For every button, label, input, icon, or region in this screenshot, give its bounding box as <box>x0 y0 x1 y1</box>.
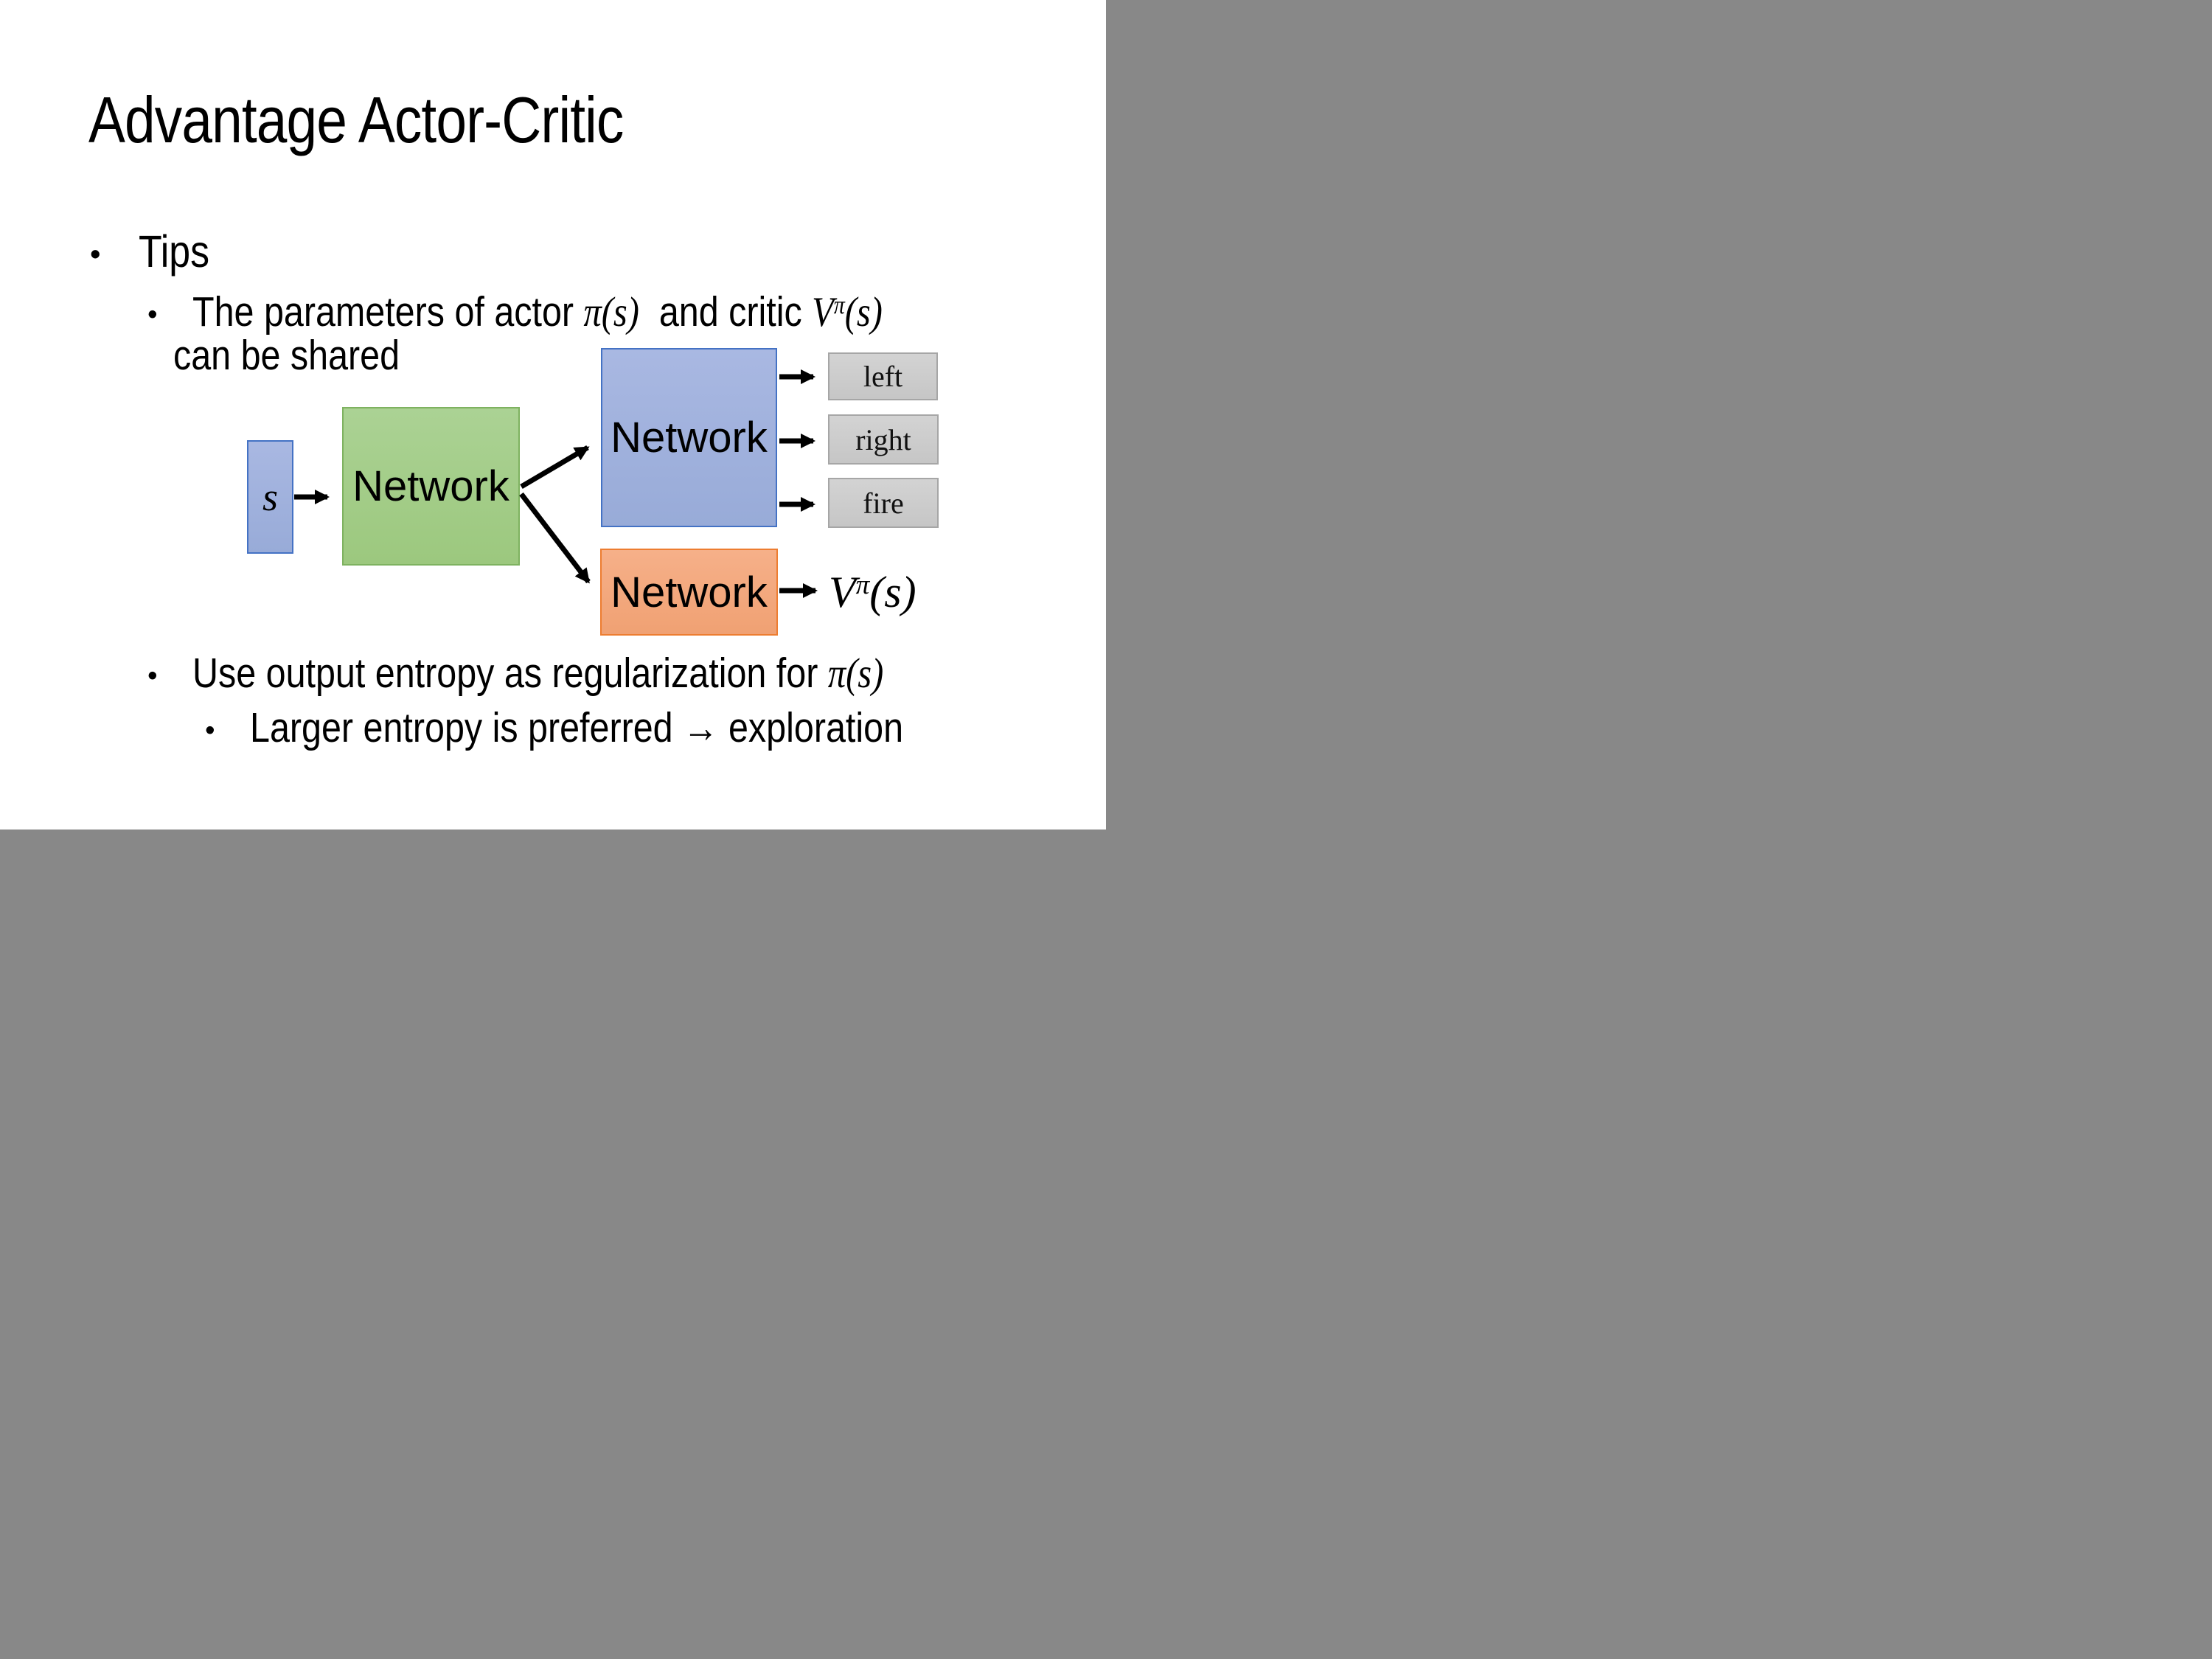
math-V: V <box>812 289 835 335</box>
critic-network-box: Network <box>600 549 778 636</box>
math-pi-s: π(s) <box>583 289 640 335</box>
text-segment: Use output entropy as regularization for <box>192 650 829 697</box>
shared-network-label: Network <box>352 462 509 510</box>
math-paren-s: (s) <box>845 289 883 335</box>
action-box-right: right <box>828 414 939 465</box>
slide-canvas: Advantage Actor-Critic • Tips • The para… <box>0 0 1106 830</box>
bullet-dot: • <box>90 236 101 271</box>
actor-network-label: Network <box>611 414 768 462</box>
math-sup-pi: π <box>834 291 846 320</box>
math-sup-pi: π <box>855 570 870 601</box>
bullet-parameters-line1: • The parameters of actor π(s) and criti… <box>147 288 1004 336</box>
bullet-dot: • <box>205 714 215 746</box>
text-segment: The parameters of actor <box>192 288 584 335</box>
state-label: s <box>262 475 278 519</box>
state-box: s <box>247 440 293 554</box>
action-label-left: left <box>863 360 903 393</box>
bullet-entropy: • Use output entropy as regularization f… <box>147 649 1006 698</box>
bullet-parameters-line2: can be shared <box>173 331 439 380</box>
bullet-dot: • <box>147 659 158 692</box>
value-output-label: Vπ(s) <box>829 566 917 618</box>
action-box-fire: fire <box>828 478 939 528</box>
bullet-exploration-text: Larger entropy is preferred → exploratio… <box>250 704 904 751</box>
page-title-text: Advantage Actor-Critic <box>88 83 624 156</box>
text-segment: and critic <box>639 288 813 335</box>
critic-network-label: Network <box>611 568 768 616</box>
action-label-fire: fire <box>863 486 904 520</box>
page-title: Advantage Actor-Critic <box>88 83 718 158</box>
bullet-tips-label: Tips <box>139 226 210 276</box>
arrow-shared-to-actor <box>520 445 590 490</box>
math-V: V <box>829 568 856 616</box>
bullet-entropy-text: Use output entropy as regularization for… <box>192 649 883 698</box>
bullet-tips: • Tips <box>90 226 222 277</box>
bullet-exploration: • Larger entropy is preferred → explorat… <box>205 703 1019 752</box>
actor-network-box: Network <box>601 348 777 527</box>
bullet-parameters-text: The parameters of actor π(s) and critic … <box>192 288 883 336</box>
bullet-dot: • <box>147 298 158 330</box>
math-paren-s: (s) <box>869 568 917 616</box>
arrow-shared-to-critic <box>519 492 591 584</box>
action-box-left: left <box>828 352 938 400</box>
action-label-right: right <box>855 422 911 456</box>
text-can-be-shared: can be shared <box>173 332 400 379</box>
shared-network-box: Network <box>342 407 520 566</box>
math-pi-s: π(s) <box>828 650 884 697</box>
